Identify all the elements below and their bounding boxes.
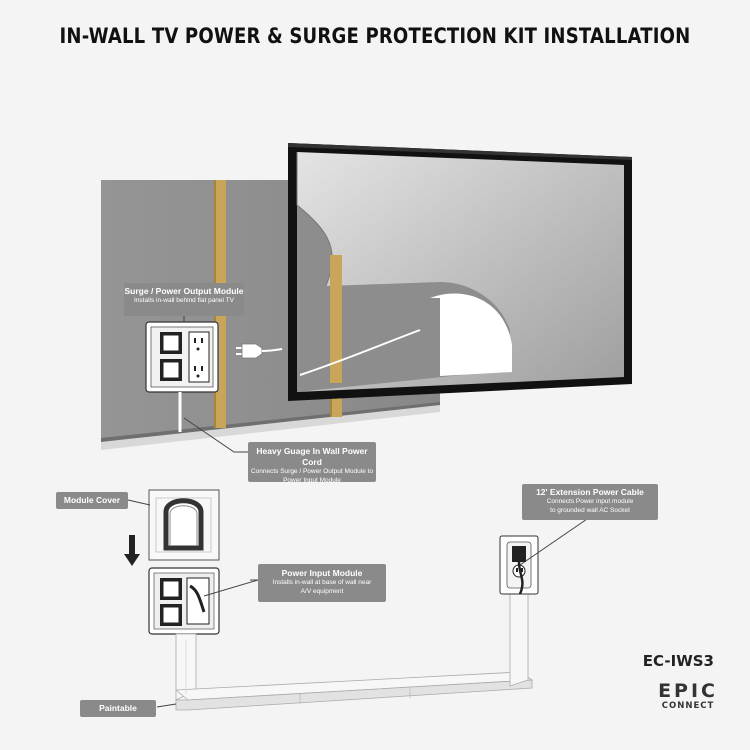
paintable-raceway (174, 593, 534, 711)
surge-output-module (145, 321, 219, 432)
page-title: IN-WALL TV POWER & SURGE PROTECTION KIT … (59, 24, 691, 48)
callout-subtext: to grounded wall AC Socket (550, 506, 630, 514)
module-cover (148, 489, 220, 561)
wall-outlet-icon (499, 535, 539, 595)
callout-heading: 12' Extension Power Cable (536, 487, 644, 497)
callout-extension-cable: 12' Extension Power Cable Connects Power… (522, 484, 658, 520)
model-number: EC-IWS3 (642, 652, 714, 670)
callout-heading: Heavy Guage In Wall Power Cord (256, 446, 368, 467)
callout-heading: Surge / Power Output Module (124, 286, 244, 296)
callout-subtext: Installs in-wall at base of wall near (272, 579, 372, 586)
callout-subtext: Installs in-wall behind flat panel TV (134, 297, 234, 304)
brand-line2: CONNECT (661, 701, 715, 711)
plug-icon (236, 343, 283, 359)
leader-lines (127, 316, 591, 708)
callout-power-input: Power Input Module Installs in-wall at b… (258, 564, 386, 602)
down-arrow-icon (124, 535, 140, 566)
callout-module-cover: Module Cover (56, 492, 128, 509)
power-input-module (148, 567, 220, 690)
callout-subtext: Power Input Module (283, 476, 341, 484)
brand-line1: EPIC (658, 680, 718, 702)
callout-heading: Paintable (99, 703, 137, 713)
callout-subtext: Connects Power input module (546, 498, 634, 505)
callout-subtext: A/V equipment (300, 587, 344, 595)
brand-logo: EPIC CONNECT (658, 680, 718, 712)
callout-power-cord: Heavy Guage In Wall Power Cord Connects … (248, 442, 376, 484)
callout-paintable: Paintable (80, 700, 156, 717)
flat-panel-tv (288, 143, 632, 401)
callout-heading: Power Input Module (281, 568, 363, 578)
callout-surge-module: Surge / Power Output Module Installs in-… (124, 283, 244, 316)
callout-heading: Module Cover (63, 495, 121, 505)
callout-subtext: Connects Surge / Power Output Module to (250, 468, 374, 475)
